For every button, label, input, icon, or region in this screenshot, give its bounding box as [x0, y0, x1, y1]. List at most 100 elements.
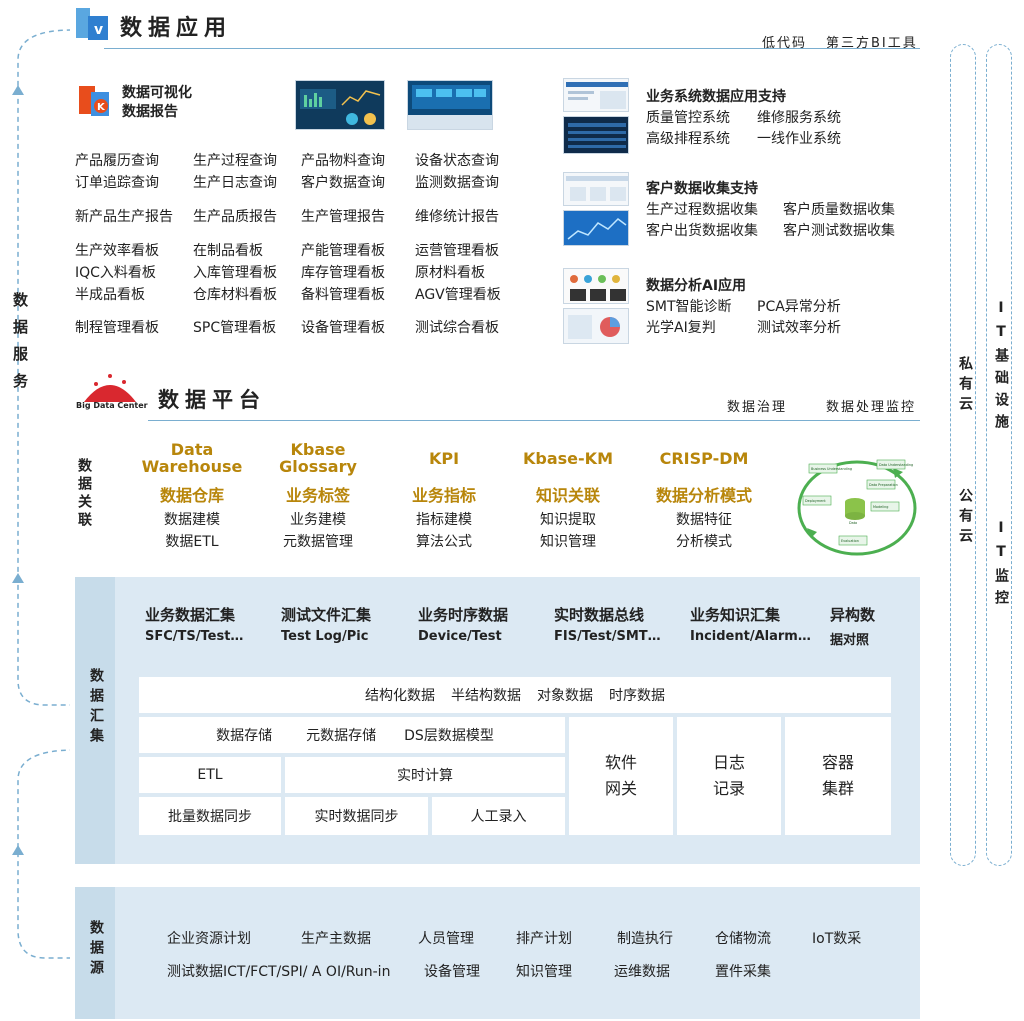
- association-item: 分析模式: [676, 534, 732, 550]
- viz-logo: K: [75, 82, 111, 118]
- app-support-item: PCA异常分析: [757, 299, 841, 315]
- type-semi-structured: 半结构数据: [451, 688, 521, 704]
- data-storage: 数据存储: [216, 728, 273, 744]
- type-structured: 结构化数据: [365, 688, 435, 704]
- realtime-sync-cell: 实时数据同步: [285, 797, 428, 835]
- collection-header-sub: SFC/TS/Test…: [145, 629, 244, 644]
- cycle-stage-label: Deployment: [805, 499, 826, 503]
- source-item: 制造执行: [617, 931, 673, 947]
- viz-title-2: 数据报告: [122, 104, 178, 120]
- association-zh-title: 业务指标: [411, 486, 476, 505]
- top-tag-bi: 第三方BI工具: [826, 36, 918, 51]
- association-en-title: Glossary: [279, 457, 357, 476]
- report-item: AGV管理看板: [415, 287, 501, 303]
- report-item: 设备管理看板: [301, 320, 385, 336]
- cycle-stage-label: Business Understanding: [811, 467, 852, 471]
- etl-cell: ETL: [139, 757, 281, 793]
- app-support-title: 数据分析AI应用: [646, 278, 747, 294]
- box-line: 集群: [821, 779, 854, 798]
- metadata-storage: 元数据存储: [306, 728, 377, 744]
- app-support-item: 客户测试数据收集: [783, 223, 895, 239]
- source-item: 企业资源计划: [167, 931, 251, 947]
- app-support-item: SMT智能诊断: [646, 299, 732, 315]
- report-item: 在制品看板: [193, 243, 263, 259]
- collection-header-sub: FIS/Test/SMT…: [554, 629, 661, 644]
- control-room-thumbnail: [407, 80, 493, 130]
- box-line: 网关: [604, 779, 637, 798]
- system-thumbnail-4: [563, 210, 629, 246]
- collection-header-sub: Test Log/Pic: [281, 629, 369, 644]
- source-item: IoT数采: [812, 931, 862, 947]
- realtime-compute-cell: 实时计算: [285, 757, 565, 793]
- app-support-item: 客户质量数据收集: [783, 202, 895, 218]
- data-service-label: 数据服务: [11, 292, 29, 400]
- dashboard-thumbnail: [295, 80, 385, 130]
- top-divider: [104, 48, 920, 49]
- source-item: 生产主数据: [301, 931, 371, 947]
- private-cloud-label: 私有云: [957, 356, 973, 416]
- collection-label: 数据汇集: [88, 668, 104, 748]
- report-item: 生产管理报告: [301, 209, 385, 225]
- app-support-item: 光学AI复判: [646, 320, 716, 336]
- storage-row: 数据存储 元数据存储 DS层数据模型: [139, 717, 565, 753]
- source-item: 置件采集: [715, 964, 771, 980]
- association-label: 数据关联: [76, 458, 92, 530]
- association-item: 指标建模: [416, 512, 472, 528]
- source-panel: [75, 887, 920, 1019]
- log-record-box: 日志 记录: [677, 717, 781, 835]
- report-item: 库存管理看板: [301, 265, 385, 281]
- svg-text:K: K: [97, 102, 106, 113]
- app-logo: v: [74, 6, 110, 42]
- it-column: [986, 44, 1012, 866]
- system-thumbnail-1: [563, 78, 629, 112]
- report-item: 运营管理看板: [415, 243, 499, 259]
- source-item: 仓储物流: [715, 931, 771, 947]
- box-line: 记录: [712, 779, 745, 798]
- report-item: 维修统计报告: [415, 209, 499, 225]
- top-title: 数据应用: [120, 16, 233, 41]
- collection-header-sub: 据对照: [830, 633, 870, 648]
- collection-header-sub: Incident/Alarm…: [690, 629, 811, 644]
- cycle-stage-box: [866, 479, 896, 490]
- report-item: 生产过程查询: [193, 153, 277, 169]
- big-data-center-logo: Big Data Center: [76, 372, 148, 414]
- type-object: 对象数据: [537, 688, 593, 704]
- source-item: 测试数据ICT/FCT/SPI/ A OI/Run-in: [167, 964, 391, 980]
- app-support-title: 客户数据收集支持: [646, 181, 758, 197]
- report-item: 监测数据查询: [415, 175, 499, 191]
- association-en-title: Kbase-KM: [523, 449, 613, 468]
- association-item: 知识提取: [540, 512, 596, 528]
- association-en-title: KPI: [428, 449, 460, 468]
- it-monitor-label: IT监控: [993, 520, 1009, 612]
- system-thumbnail-6: [563, 308, 629, 344]
- collection-header-title: 测试文件汇集: [281, 606, 372, 624]
- collection-header-title: 业务知识汇集: [690, 606, 781, 624]
- cycle-stage-label: Data Preparation: [869, 483, 898, 487]
- svg-text:v: v: [94, 22, 103, 38]
- type-timeseries: 时序数据: [609, 688, 665, 704]
- viz-title-1: 数据可视化: [122, 85, 192, 101]
- collection-header-sub: Device/Test: [418, 629, 502, 644]
- collection-header-title: 业务数据汇集: [145, 606, 236, 624]
- report-item: 产能管理看板: [301, 243, 385, 259]
- source-item: 设备管理: [424, 964, 480, 980]
- platform-tag-governance: 数据治理: [727, 400, 788, 415]
- report-item: 测试综合看板: [415, 320, 499, 336]
- cycle-stage-box: [802, 495, 832, 506]
- association-item: 知识管理: [540, 534, 596, 550]
- association-item: 数据建模: [164, 512, 220, 528]
- box-line: 软件: [604, 753, 637, 772]
- report-item: 生产效率看板: [75, 243, 159, 259]
- report-item: 原材料看板: [415, 265, 485, 281]
- collection-header-title: 实时数据总线: [554, 606, 645, 624]
- app-support-item: 维修服务系统: [757, 110, 841, 126]
- cloud-column: [950, 44, 976, 866]
- report-item: 备料管理看板: [301, 287, 385, 303]
- cycle-stage-label: Data: [849, 521, 857, 525]
- app-support-item: 测试效率分析: [757, 320, 841, 336]
- report-item: 入库管理看板: [193, 265, 277, 281]
- association-zh-title: 业务标签: [285, 486, 350, 505]
- report-item: 新产品生产报告: [75, 209, 173, 225]
- report-item: 半成品看板: [75, 287, 145, 303]
